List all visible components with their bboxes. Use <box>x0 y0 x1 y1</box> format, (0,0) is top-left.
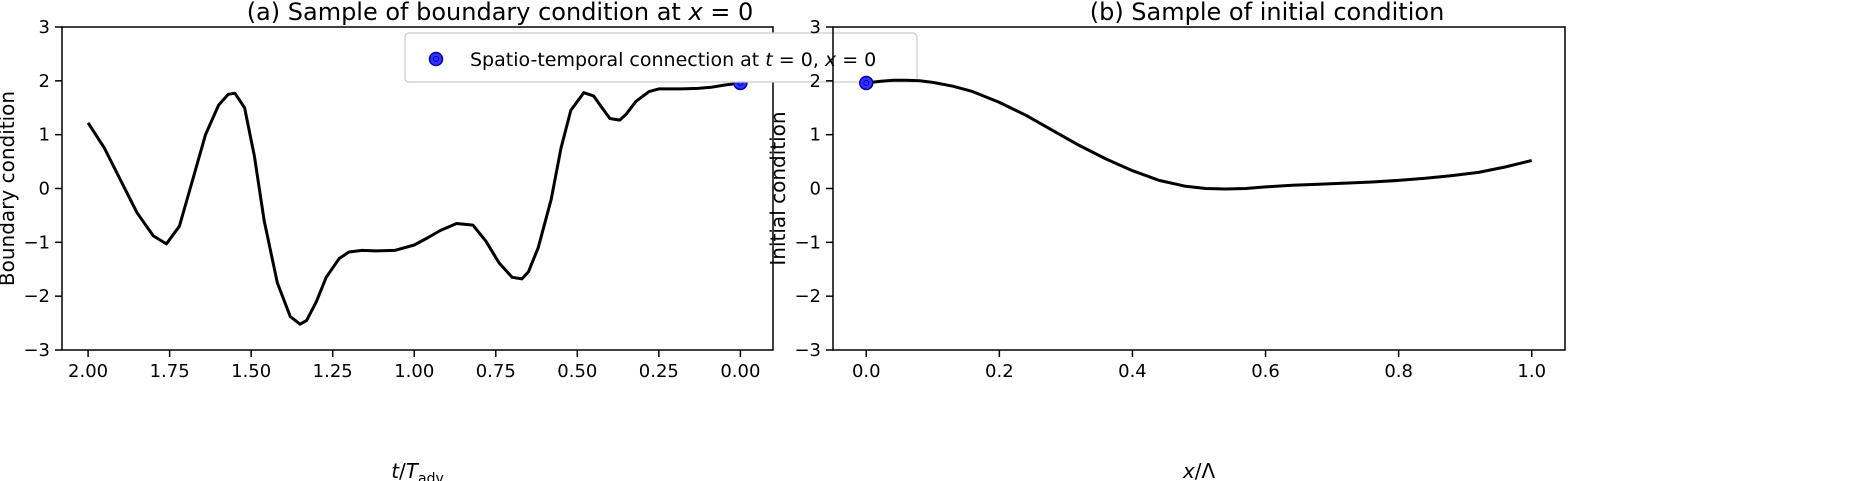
connection-point-marker <box>859 75 874 91</box>
panel-b-y-ticks: −3 −2 −1 0 1 2 3 <box>794 17 833 361</box>
y-tick-label: 1 <box>810 125 821 146</box>
legend-marker-inner <box>433 56 439 62</box>
panel-b-title: (b) Sample of initial condition <box>1090 0 1445 26</box>
panel-boundary-condition: (a) Sample of boundary condition at x = … <box>0 0 918 481</box>
y-tick-label: −3 <box>23 340 50 361</box>
x-tick-label: 0.6 <box>1251 361 1280 382</box>
panel-b-y-axis-label: Initial condition <box>766 111 790 265</box>
initial-condition-line <box>866 78 1533 191</box>
panel-a-legend: Spatio-temporal connection at t = 0, x =… <box>404 32 918 83</box>
y-tick-label: 2 <box>39 71 50 92</box>
y-tick-label: 0 <box>39 179 50 200</box>
connection-point-inner <box>863 79 870 86</box>
y-tick-label: 3 <box>39 17 50 38</box>
x-tick-label: 1.50 <box>231 361 271 382</box>
y-tick-label: 1 <box>39 125 50 146</box>
x-tick-label: 0.2 <box>985 361 1014 382</box>
x-tick-label: 0.25 <box>639 361 679 382</box>
boundary-condition-line <box>86 81 741 326</box>
x-tick-label: 0.75 <box>476 361 516 382</box>
y-tick-label: 2 <box>810 71 821 92</box>
legend-box <box>404 32 918 83</box>
y-tick-label: −2 <box>23 286 50 307</box>
panel-b-x-ticks: 0.0 0.2 0.4 0.6 0.8 1.0 <box>852 350 1546 382</box>
panel-a-x-ticks: 2.00 1.75 1.50 1.25 1.00 0.75 0.50 0.25 0.00 <box>68 350 760 382</box>
panel-a-y-axis-label: Boundary condition <box>0 91 19 286</box>
panel-a-title: (a) Sample of boundary condition at x = … <box>247 0 754 26</box>
y-tick-label: −2 <box>794 286 821 307</box>
y-tick-label: −1 <box>794 232 821 253</box>
y-tick-label: −3 <box>794 340 821 361</box>
x-tick-label: 0.4 <box>1118 361 1147 382</box>
x-tick-label: 1.25 <box>313 361 353 382</box>
x-tick-label: 0.00 <box>720 361 760 382</box>
panel-b-connection-marker <box>859 75 874 91</box>
y-tick-label: 3 <box>810 17 821 38</box>
x-tick-label: 1.75 <box>150 361 190 382</box>
panel-initial-condition: (b) Sample of initial condition −3 −2 −1 0 1… <box>766 0 1566 481</box>
x-tick-label: 2.00 <box>68 361 108 382</box>
legend-marker-icon <box>428 51 444 67</box>
x-tick-label: 0.8 <box>1384 361 1413 382</box>
legend-entry-label: Spatio-temporal connection at t = 0, x =… <box>470 49 876 71</box>
x-tick-label: 1.00 <box>394 361 434 382</box>
y-tick-label: −1 <box>23 232 50 253</box>
panel-b-x-axis-label: x/Λ <box>1182 459 1216 481</box>
x-tick-label: 1.0 <box>1517 361 1546 382</box>
x-tick-label: 0.0 <box>852 361 881 382</box>
y-tick-label: 0 <box>810 179 821 200</box>
x-tick-label: 0.50 <box>557 361 597 382</box>
panel-a-y-ticks: −3 −2 −1 0 1 2 3 <box>23 17 62 361</box>
panel-a-x-axis-label: t/Tadv <box>391 459 444 481</box>
